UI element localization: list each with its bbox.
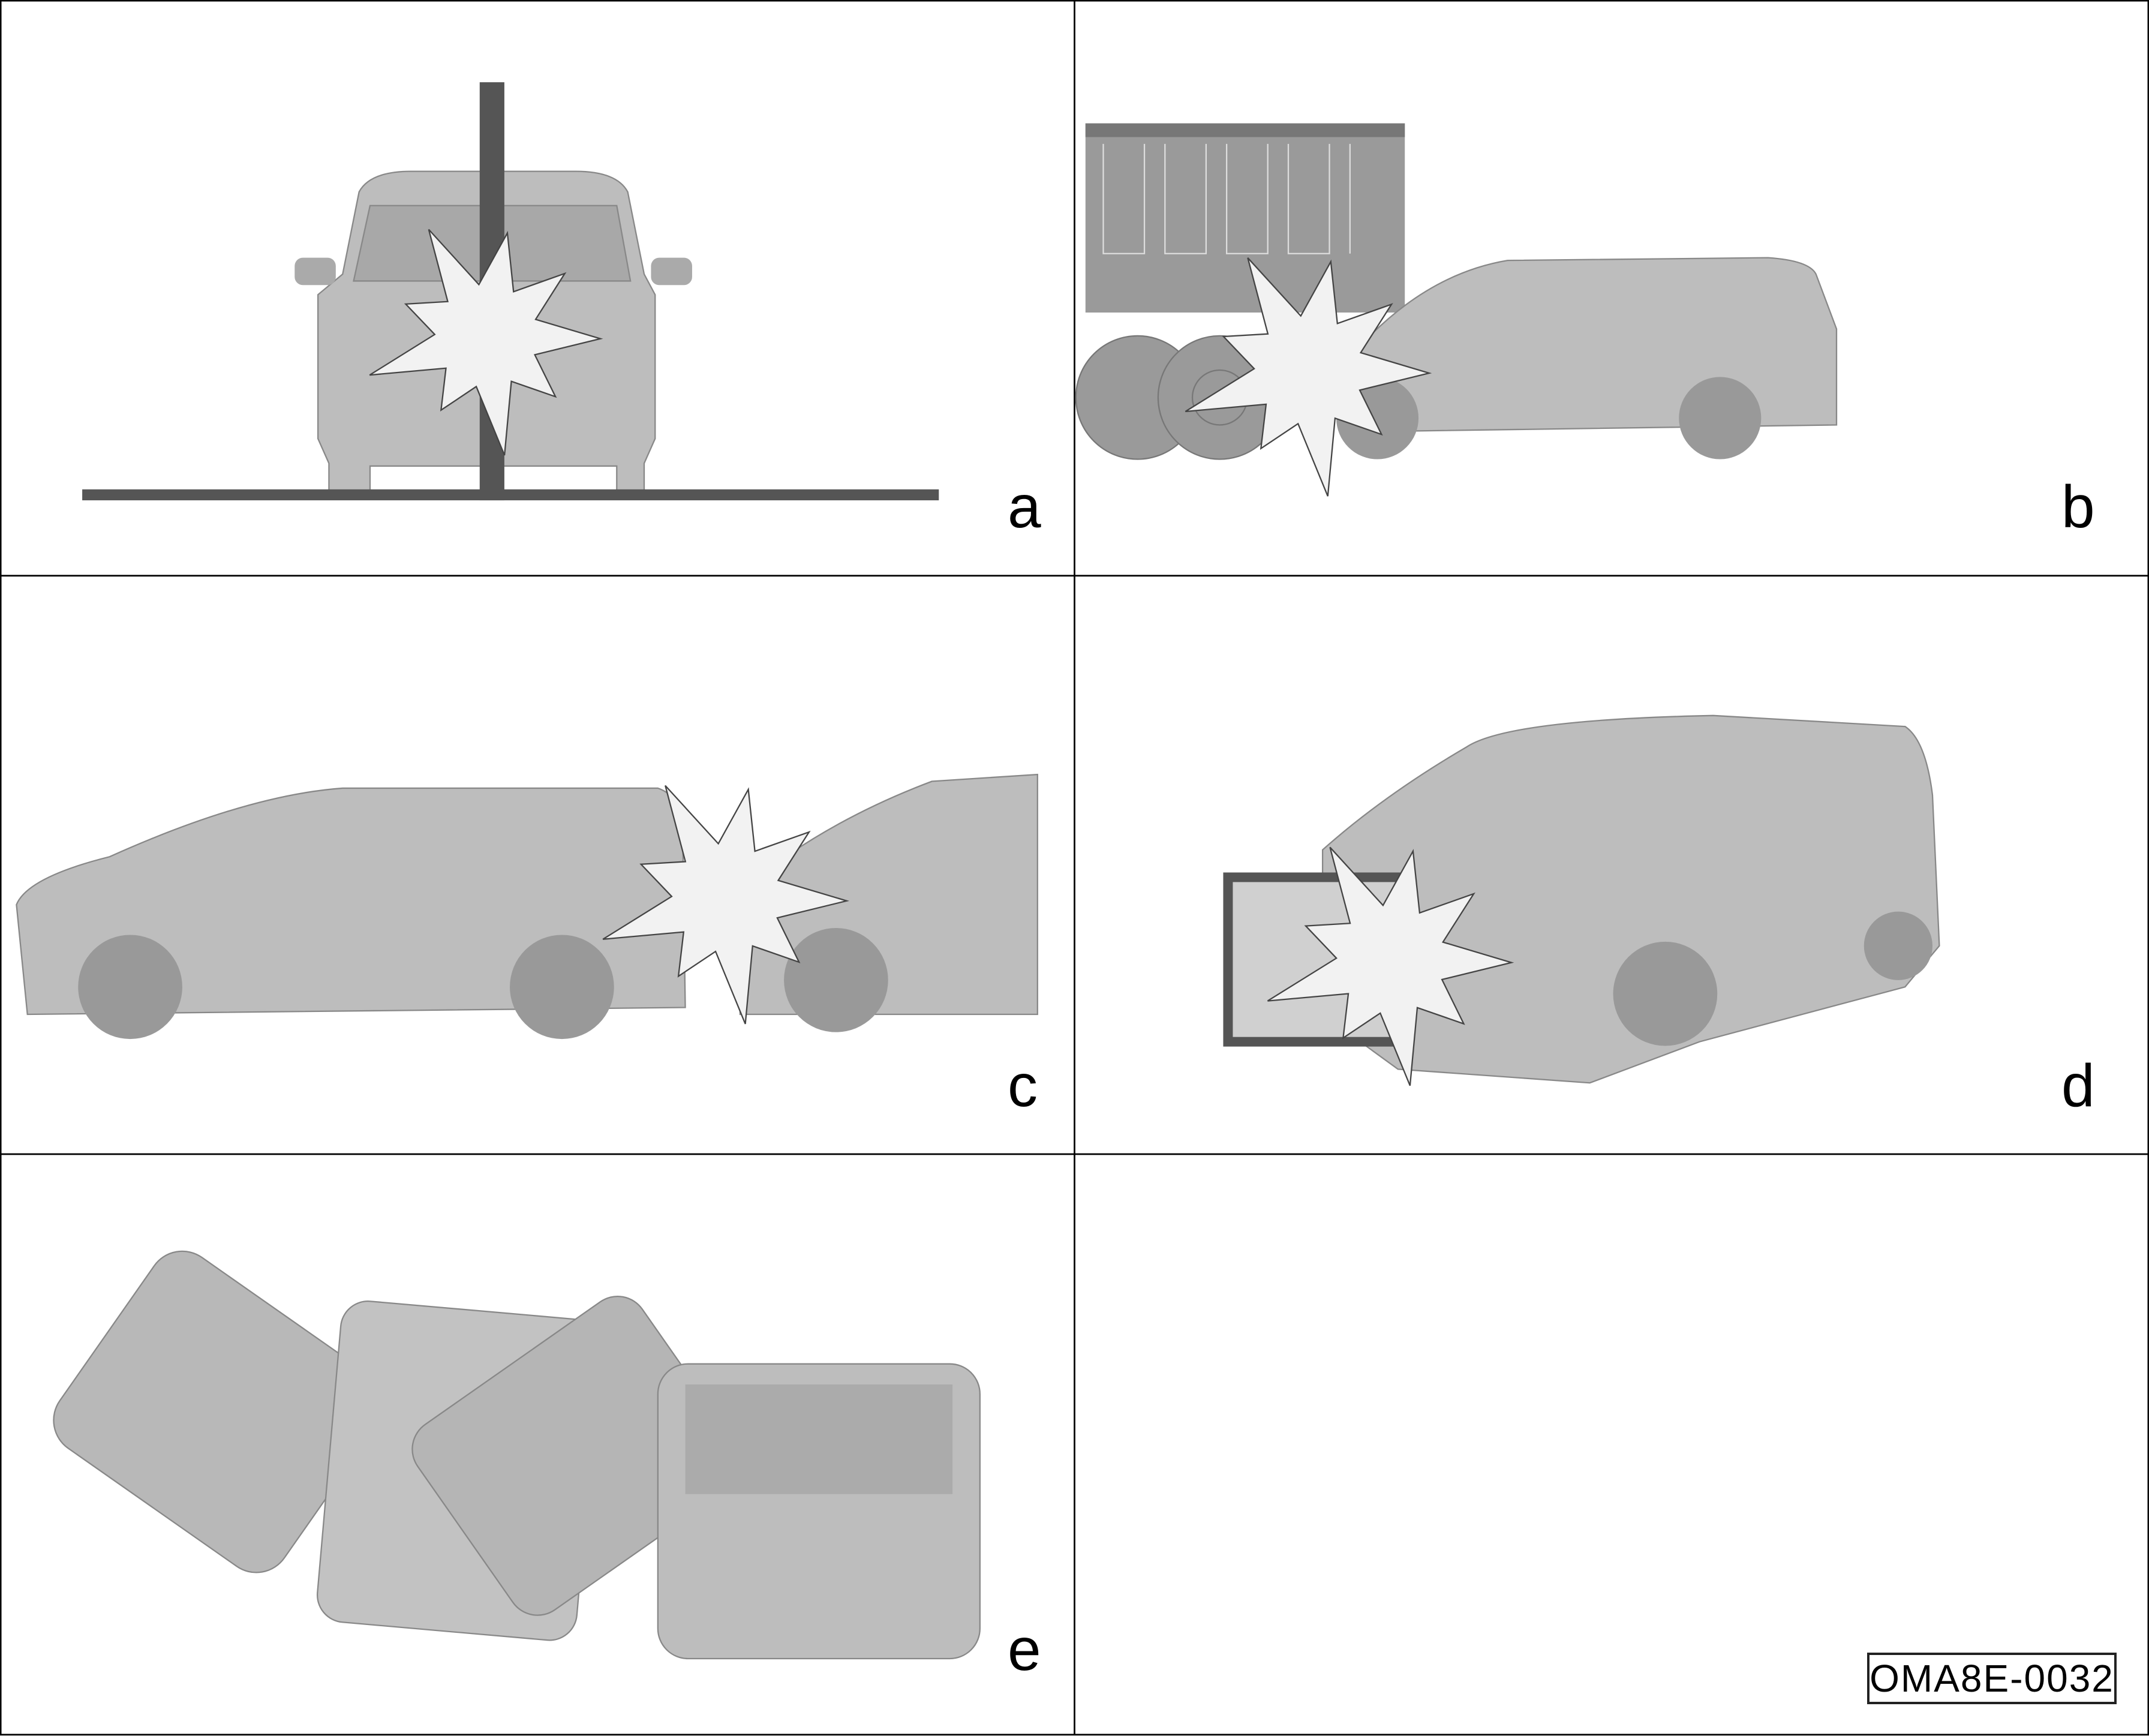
panel-c-scene xyxy=(16,773,1038,1040)
figure-code: OMA8E-0032 xyxy=(1867,1653,2117,1704)
panel-b-scene xyxy=(1075,123,1838,497)
panel-e-scene xyxy=(53,1250,981,1660)
panel-label-d: d xyxy=(2061,1052,2095,1119)
impact-starburst-icon xyxy=(602,785,850,1025)
panel-label-a: a xyxy=(1008,473,1041,540)
impact-starburst-icon xyxy=(1185,257,1432,497)
panel-label-e: e xyxy=(1008,1616,1041,1683)
ground xyxy=(82,489,939,501)
panel-label-c: c xyxy=(1008,1052,1038,1119)
truck-body xyxy=(1085,123,1405,313)
vehicle-three-quarter-view xyxy=(1321,714,1940,1084)
impact-starburst-icon xyxy=(369,229,603,456)
panel-d-scene xyxy=(1223,714,1940,1086)
vehicle-side-view xyxy=(1356,257,1838,433)
impact-starburst-icon xyxy=(1267,846,1514,1086)
panel-label-b: b xyxy=(2061,473,2095,540)
panel-a-scene xyxy=(82,82,939,501)
